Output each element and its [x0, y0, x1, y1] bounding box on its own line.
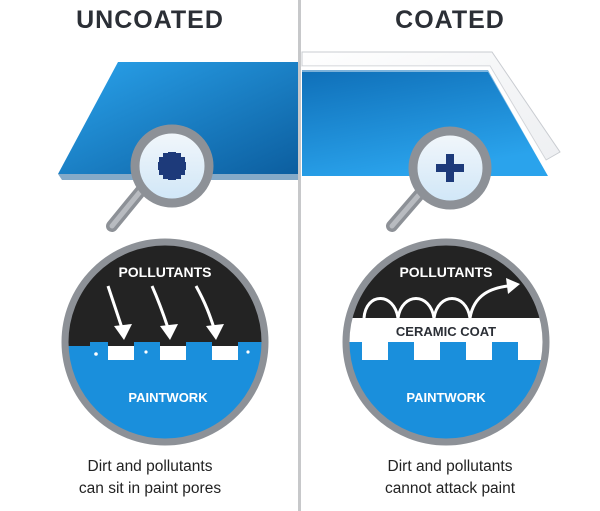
- pollutant-particles: [94, 346, 250, 360]
- coated-caption-line1: Dirt and pollutants: [387, 458, 513, 475]
- uncoated-caption: Dirt and pollutants can sit in paint por…: [0, 456, 300, 500]
- arrow-icon: [114, 324, 224, 340]
- plus-icon: [436, 154, 464, 182]
- ceramic-coat-layer: [346, 318, 546, 342]
- coated-caption: Dirt and pollutants cannot attack paint: [300, 456, 600, 500]
- uncoated-zoom-circle: POLLUTANTS PAINTWORK: [61, 238, 269, 446]
- panel-divider: [298, 0, 301, 511]
- arrow-icon: [106, 285, 216, 329]
- arrow-icon: [362, 284, 509, 319]
- uncoated-car-panel: [58, 62, 298, 174]
- coated-caption-line2: cannot attack paint: [384, 480, 516, 497]
- ceramic-coat-label: CERAMIC COAT: [396, 324, 496, 339]
- uncoated-caption-line1: Dirt and pollutants: [87, 458, 213, 475]
- coated-zoom-circle: POLLUTANTS CERAMIC COAT PAINTWORK: [342, 238, 550, 446]
- uncoated-paintwork-label: PAINTWORK: [128, 390, 208, 405]
- coated-paintwork-label: PAINTWORK: [406, 390, 486, 405]
- uncoated-caption-line2: can sit in paint pores: [78, 480, 222, 497]
- uncoated-title: UNCOATED: [76, 6, 224, 34]
- uncoated-pollutants-label: POLLUTANTS: [118, 264, 211, 280]
- coated-glass-layer: [301, 51, 561, 161]
- arrow-icon: [506, 278, 520, 294]
- coated-title: COATED: [395, 6, 505, 34]
- plus-icon: [158, 152, 186, 180]
- coated-pollutants-label: POLLUTANTS: [399, 264, 492, 280]
